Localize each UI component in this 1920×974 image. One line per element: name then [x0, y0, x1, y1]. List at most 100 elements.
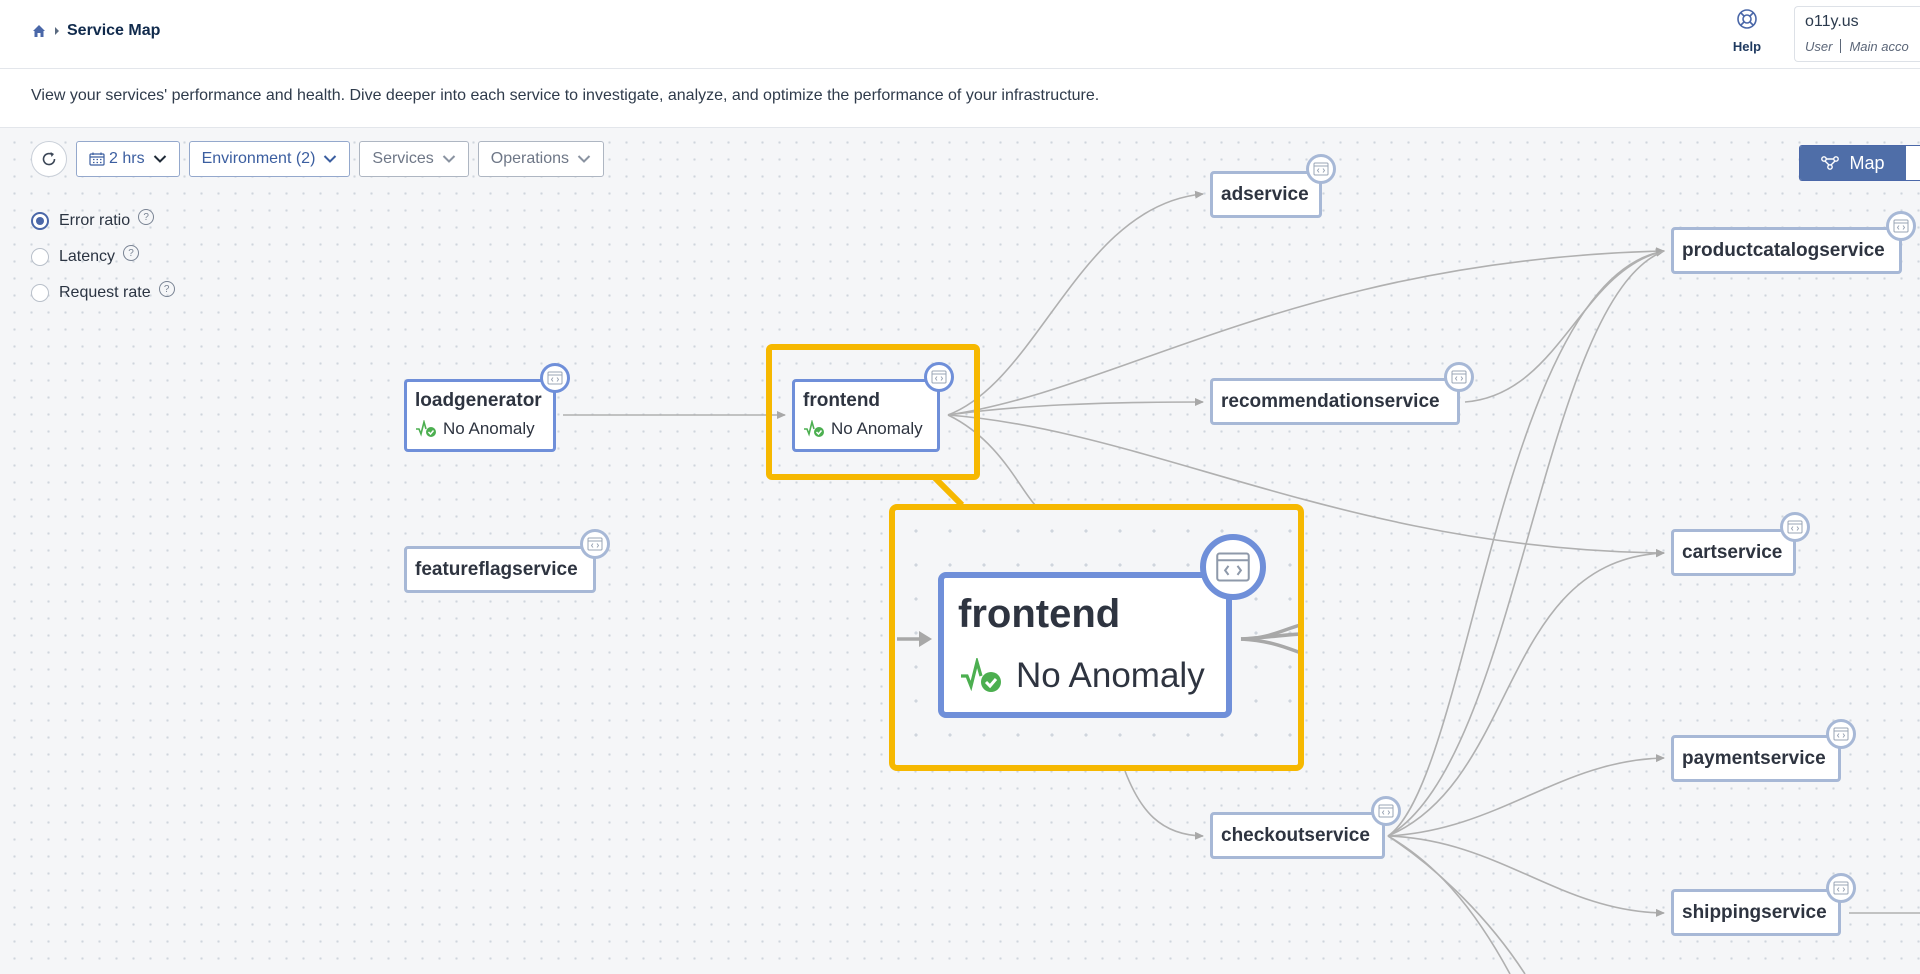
- help-circle-icon[interactable]: ?: [158, 281, 175, 297]
- chevron-down-icon: [324, 155, 337, 163]
- service-node-adservice[interactable]: adservice: [1210, 171, 1322, 218]
- edge-checkout-down-2: [1387, 835, 1526, 974]
- edge-checkout-down-1: [1387, 835, 1511, 974]
- operations-filter[interactable]: Operations: [477, 141, 605, 177]
- service-node-productcatalogservice[interactable]: productcatalogservice: [1671, 227, 1902, 274]
- edge-frontend-checkoutservice: [947, 414, 1037, 507]
- service-name: adservice: [1221, 184, 1309, 205]
- service-node-featureflagservice[interactable]: featureflagservice: [404, 546, 596, 593]
- edge-checkout-shippingservice: [1387, 835, 1665, 917]
- edge-frontend-cartservice: [947, 414, 1665, 557]
- role-label: User: [1805, 39, 1833, 54]
- health-ok-icon: [416, 420, 436, 437]
- frontend-zoom-callout: frontend No Anomaly: [889, 504, 1304, 771]
- edge-recommendation-productcatalog: [1464, 248, 1665, 403]
- chevron-right-icon: [55, 27, 59, 35]
- service-node-shippingservice[interactable]: shippingservice: [1671, 889, 1841, 936]
- service-name: shippingservice: [1682, 902, 1827, 923]
- calendar-icon: [89, 152, 105, 166]
- code-icon[interactable]: [924, 362, 954, 392]
- service-node-frontend[interactable]: frontend No Anomaly: [792, 379, 940, 452]
- chevron-down-icon: [153, 155, 166, 163]
- time-range-button[interactable]: 2 hrs: [76, 141, 180, 177]
- code-icon[interactable]: [580, 529, 610, 559]
- description-bar: View your services' performance and heal…: [0, 69, 1920, 128]
- zoomed-status-text: No Anomaly: [1016, 656, 1205, 695]
- page-description: View your services' performance and heal…: [31, 87, 1100, 104]
- code-icon[interactable]: [1306, 154, 1336, 184]
- account-role: User Main acco: [1805, 39, 1909, 54]
- zoomed-anomaly-status: No Anomaly: [958, 656, 1205, 696]
- metric-latency[interactable]: Latency ?: [31, 239, 175, 275]
- callout-edges: [897, 623, 1298, 654]
- view-toggle: Map: [1799, 145, 1920, 181]
- operations-label: Operations: [490, 150, 570, 167]
- zoomed-frontend-node[interactable]: frontend No Anomaly: [938, 572, 1232, 718]
- code-icon[interactable]: [1780, 512, 1810, 542]
- health-ok-icon: [804, 420, 824, 437]
- service-node-paymentservice[interactable]: paymentservice: [1671, 735, 1841, 782]
- status-text: No Anomaly: [831, 419, 923, 438]
- radio-request-rate[interactable]: [31, 284, 49, 302]
- org-name: o11y.us: [1805, 13, 1859, 30]
- status-text: No Anomaly: [443, 419, 535, 438]
- edge-checkout-productcatalog: [1387, 248, 1665, 837]
- refresh-button[interactable]: [31, 141, 67, 177]
- edge-checkout-cartservice: [1387, 549, 1665, 837]
- callout-pointer: [932, 478, 965, 508]
- services-filter[interactable]: Services: [359, 141, 469, 177]
- code-icon[interactable]: [1826, 873, 1856, 903]
- account-switcher[interactable]: o11y.us User Main acco: [1794, 6, 1920, 62]
- radio-latency[interactable]: [31, 248, 49, 266]
- radio-error-ratio[interactable]: [31, 212, 49, 230]
- edge-frontend-productcatalogservice: [947, 247, 1665, 416]
- service-name: recommendationservice: [1221, 391, 1440, 412]
- edge-checkout-productcatalog-b: [1387, 250, 1665, 837]
- code-icon[interactable]: [540, 363, 570, 393]
- metric-error-ratio[interactable]: Error ratio ?: [31, 203, 175, 239]
- help-button[interactable]: Help: [1724, 8, 1770, 54]
- service-name: featureflagservice: [415, 559, 578, 580]
- metric-label: Error ratio: [59, 212, 131, 229]
- time-range-label: 2 hrs: [109, 150, 145, 167]
- help-circle-icon[interactable]: ?: [138, 209, 155, 225]
- code-icon[interactable]: [1444, 362, 1474, 392]
- environment-label: Environment (2): [201, 150, 316, 167]
- metric-request-rate[interactable]: Request rate ?: [31, 275, 175, 311]
- frontend-highlight: [766, 344, 980, 480]
- chevron-down-icon: [442, 155, 455, 163]
- service-name: frontend: [803, 390, 881, 411]
- edge-frontend-checkoutservice-b: [1124, 770, 1204, 840]
- home-icon[interactable]: [31, 23, 47, 39]
- service-node-cartservice[interactable]: cartservice: [1671, 529, 1796, 576]
- lifebuoy-icon: [1737, 9, 1757, 29]
- breadcrumb: Service Map: [31, 22, 160, 40]
- service-name: loadgenerator: [415, 390, 542, 411]
- map-view-button[interactable]: Map: [1800, 146, 1906, 180]
- edge-frontend-adservice: [947, 190, 1204, 416]
- environment-filter[interactable]: Environment (2): [188, 141, 351, 177]
- service-node-recommendationservice[interactable]: recommendationservice: [1210, 378, 1460, 425]
- service-node-loadgenerator[interactable]: loadgenerator No Anomaly: [404, 379, 556, 452]
- refresh-icon: [42, 152, 56, 166]
- services-label: Services: [372, 150, 434, 167]
- metric-label: Latency: [59, 248, 116, 265]
- edge-checkout-paymentservice: [1387, 754, 1665, 837]
- topology-icon: [1821, 156, 1840, 170]
- map-label: Map: [1849, 152, 1885, 173]
- code-icon[interactable]: [1371, 796, 1401, 826]
- health-ok-icon: [961, 658, 1001, 692]
- code-icon[interactable]: [1200, 534, 1266, 600]
- service-name: cartservice: [1682, 542, 1783, 563]
- service-name: paymentservice: [1682, 748, 1826, 769]
- anomaly-status: No Anomaly: [415, 419, 535, 439]
- help-circle-icon[interactable]: ?: [123, 245, 140, 261]
- account-name: Main acco: [1849, 39, 1909, 54]
- metric-label: Request rate: [59, 284, 151, 301]
- service-node-checkoutservice[interactable]: checkoutservice: [1210, 812, 1385, 859]
- service-name: checkoutservice: [1221, 825, 1370, 846]
- code-icon[interactable]: [1826, 719, 1856, 749]
- zoomed-service-name: frontend: [958, 592, 1121, 636]
- code-icon[interactable]: [1886, 211, 1916, 241]
